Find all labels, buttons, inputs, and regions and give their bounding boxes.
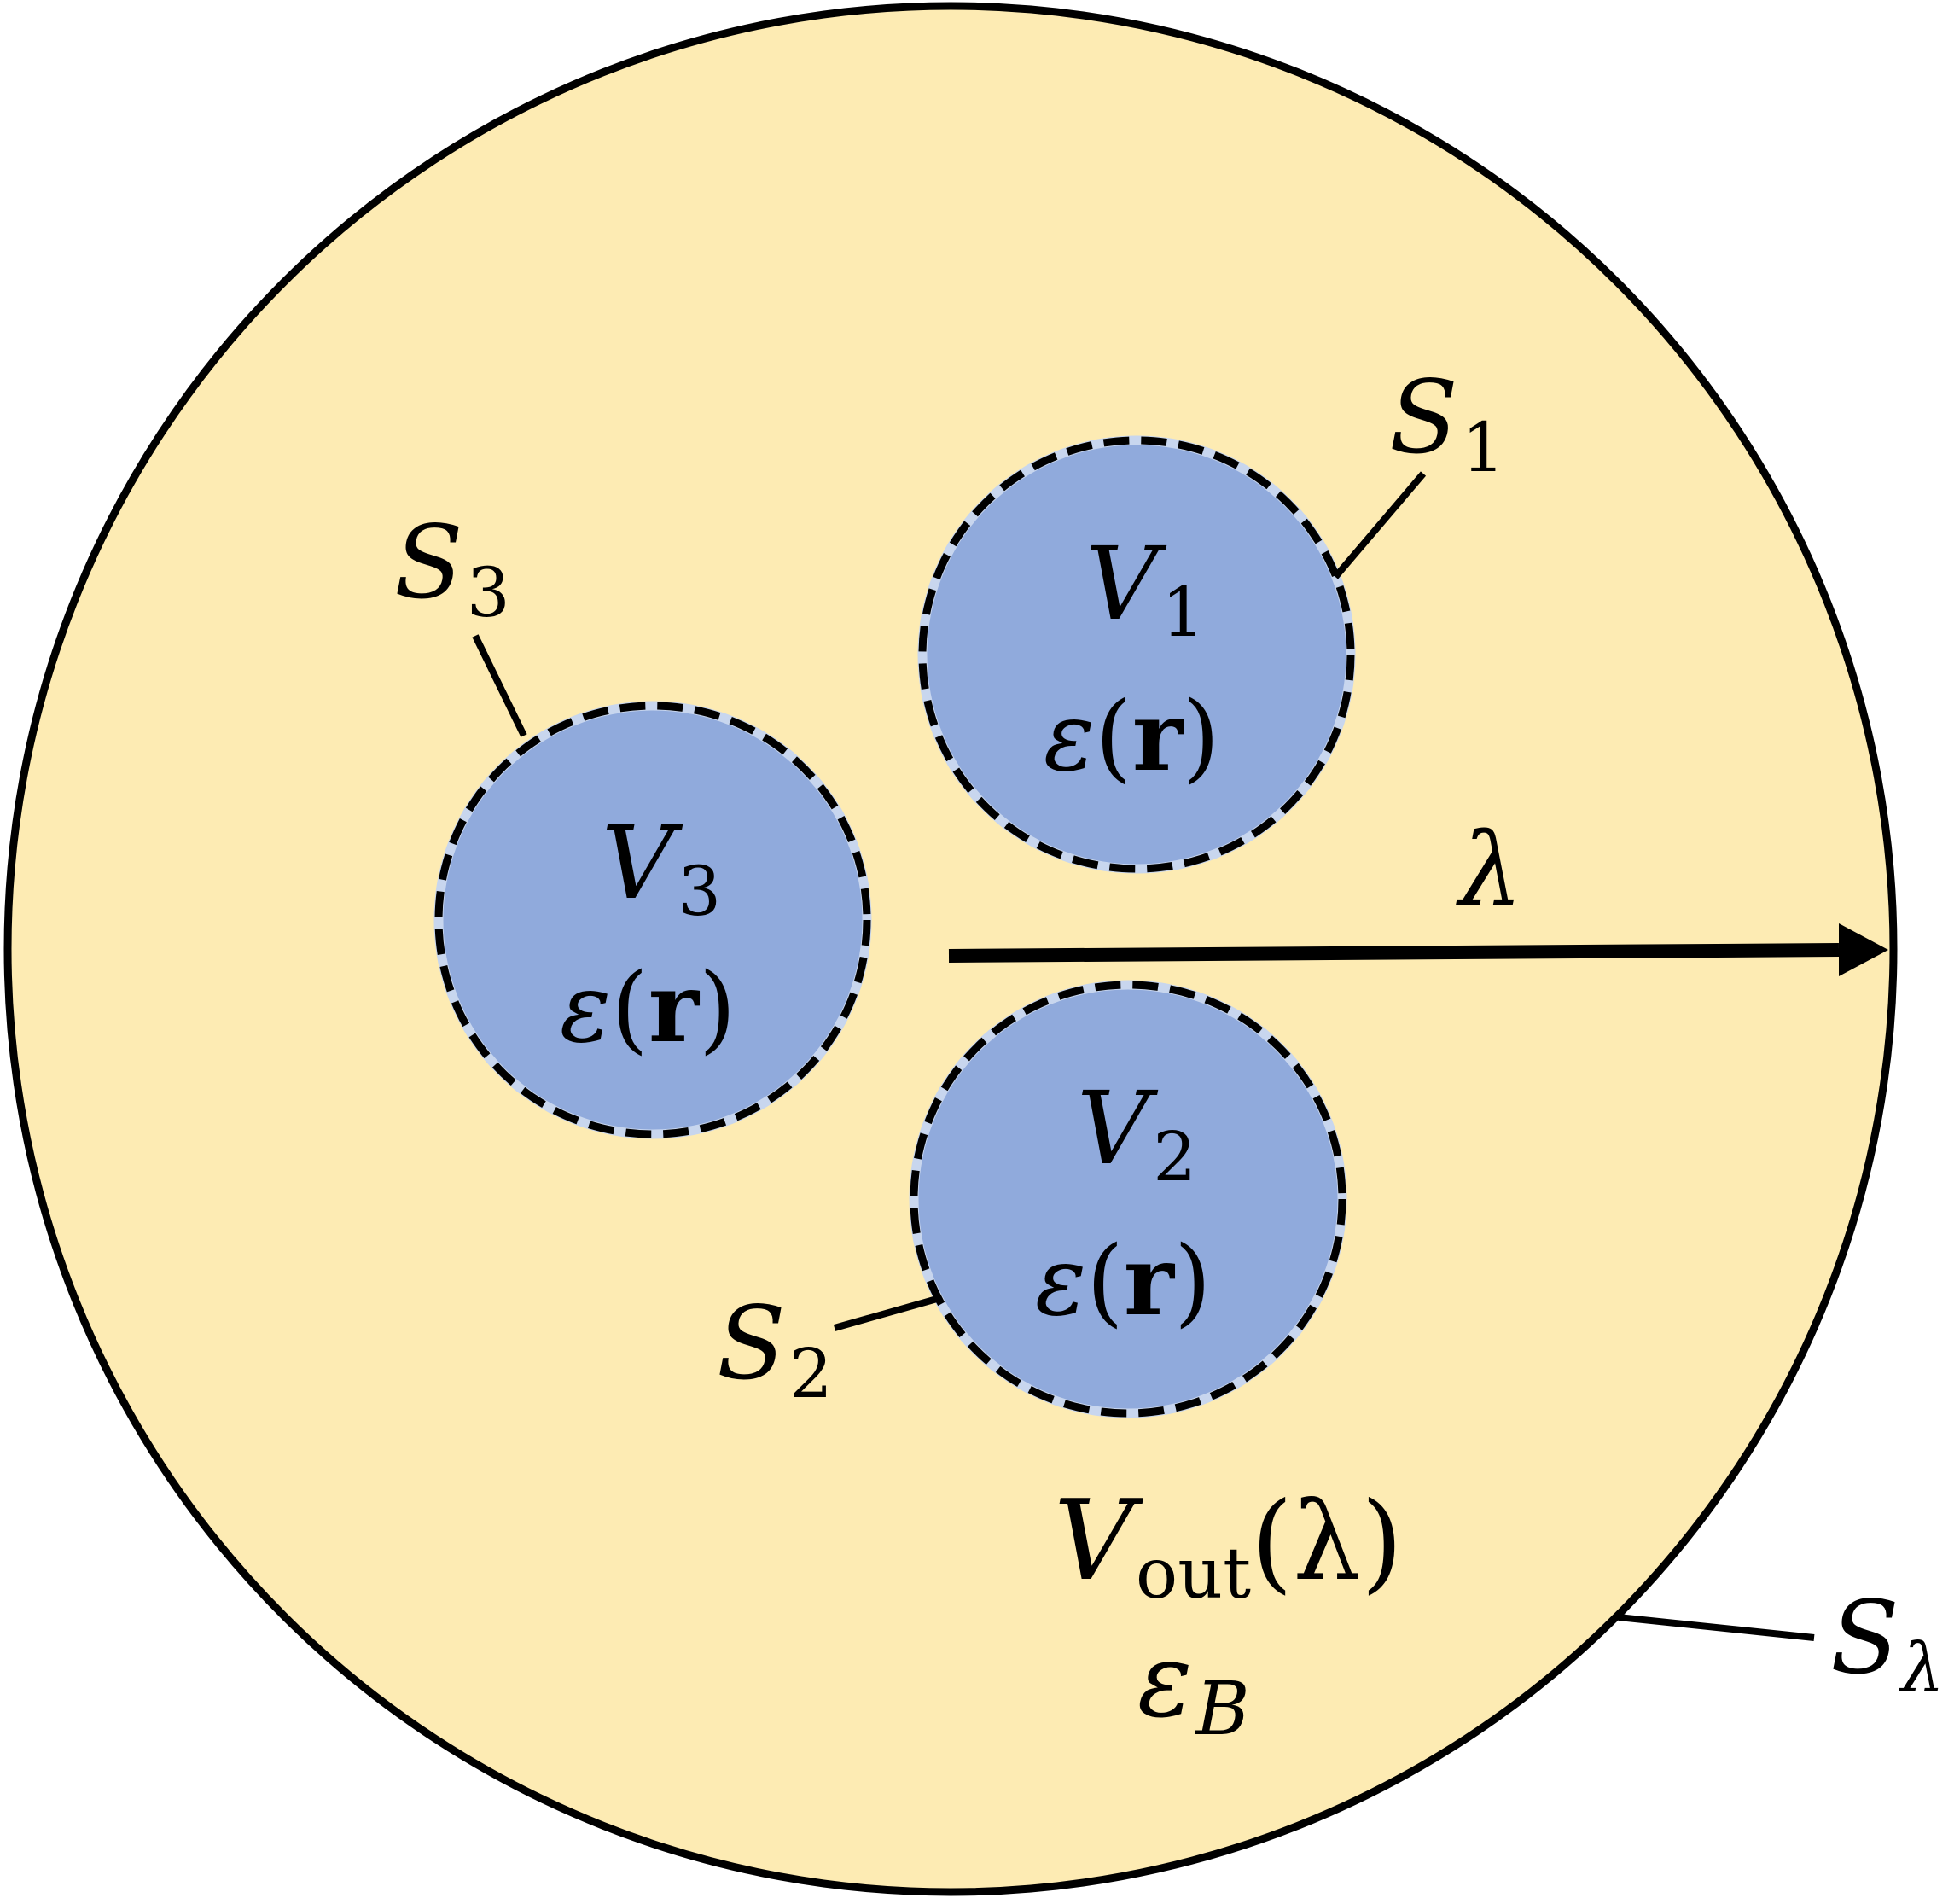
surface-2-label: S2 — [717, 1284, 833, 1413]
permittivity-1-label: ε(r) — [1044, 681, 1220, 793]
permittivity-3-label: ε(r) — [560, 952, 736, 1064]
outer-volume-label: Vout(λ) — [1054, 1476, 1403, 1615]
radius-arrow — [948, 943, 1840, 963]
volume-1-label: V1 — [1085, 525, 1205, 652]
outer-surface-label: Sλ — [1830, 1579, 1945, 1708]
scatterer-2 — [833, 980, 1347, 1418]
surface-2-leader-line — [833, 1295, 939, 1331]
surface-1-label: S1 — [1389, 358, 1505, 487]
outer-permittivity-label: εB — [1137, 1621, 1250, 1752]
outer-surface-leader-line — [1618, 1614, 1815, 1641]
scatterer-1 — [917, 435, 1427, 874]
scatterer-2-dashed-surface — [910, 981, 1346, 1418]
scatterer-1-dashed-surface — [918, 436, 1355, 873]
permittivity-2-label: ε(r) — [1035, 1226, 1212, 1337]
surface-3-label: S3 — [394, 504, 510, 632]
volume-3-label: V3 — [602, 804, 721, 931]
radius-label: λ — [1456, 811, 1523, 929]
radius-arrowhead — [1839, 923, 1888, 976]
surface-3-leader-line — [472, 634, 527, 737]
surface-1-leader-line — [1332, 471, 1427, 579]
volume-2-label: V2 — [1077, 1069, 1196, 1196]
scatterer-3-dashed-surface — [434, 702, 871, 1138]
scatterer-3 — [433, 634, 872, 1139]
